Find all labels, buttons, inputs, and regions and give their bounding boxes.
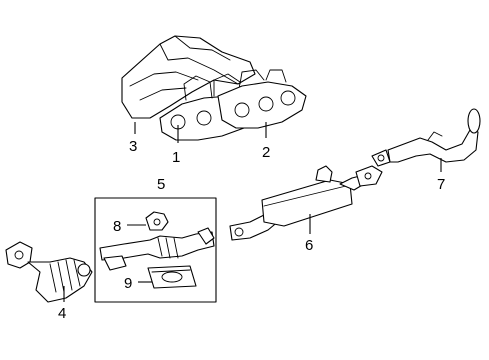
- callout-7: 7: [437, 176, 445, 193]
- leader-lines: [63, 122, 442, 302]
- callout-8: 8: [113, 218, 121, 235]
- callout-1: 1: [172, 149, 180, 166]
- converter-pipe: [99, 227, 215, 271]
- muffler: [229, 165, 383, 241]
- callouts: 3 1 2 5 8 9 4 6 7: [58, 138, 445, 322]
- callout-9: 9: [124, 275, 132, 292]
- heat-shield: [121, 35, 256, 119]
- front-pipe-converter: [5, 241, 93, 303]
- callout-4: 4: [58, 305, 66, 322]
- callout-5: 5: [157, 176, 165, 193]
- tail-pipe: [371, 108, 481, 167]
- gasket-part-8: [145, 211, 169, 231]
- callout-2: 2: [262, 144, 270, 161]
- callout-3: 3: [129, 138, 137, 155]
- heat-insulator-part-9: [147, 265, 197, 289]
- callout-6: 6: [305, 237, 313, 254]
- exhaust-manifold-rear: [217, 69, 307, 129]
